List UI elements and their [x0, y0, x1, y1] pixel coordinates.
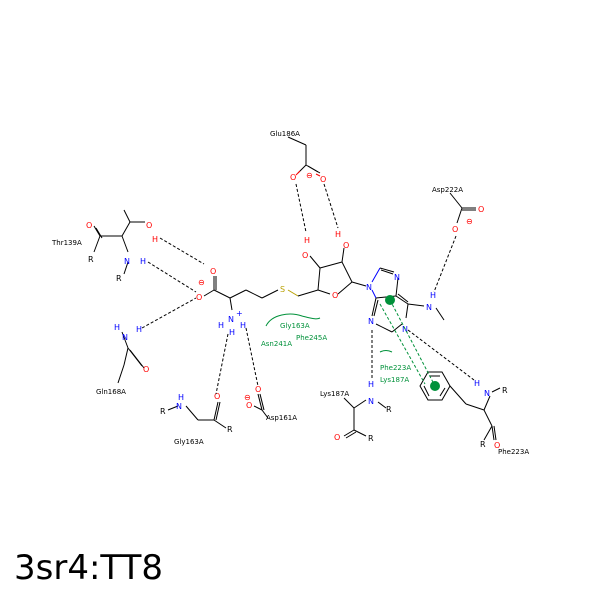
ligand-nh3: N: [228, 315, 234, 324]
phe223-r1: R: [502, 386, 508, 395]
hydrophobic-lys187: Lys187A: [380, 376, 409, 384]
ligand-n-plus: +: [236, 309, 243, 318]
gln168-h2: H: [136, 325, 142, 334]
phe223-h: H: [474, 379, 480, 388]
ligand-h1: H: [218, 321, 224, 330]
lys187-bottom-label: Lys187A: [320, 390, 349, 398]
thr139-og: O: [146, 221, 152, 230]
residue-asp161: O O ⊖ Asp161A: [244, 385, 297, 422]
hydrophobic-gly163: Gly163A: [280, 322, 310, 330]
thr139-n: N: [124, 257, 130, 266]
hydrophobic-phe223: Phe223A: [380, 364, 411, 372]
gln168-n: N: [122, 333, 128, 342]
lys187-r1: R: [386, 405, 392, 414]
hydrophobic-contacts: Gly163A Phe245A Asn241A Phe223A Lys187A: [261, 313, 411, 384]
exocyclic-n: N: [426, 303, 432, 312]
asp161-o1: O: [255, 385, 261, 394]
hbond-ligand-gly163: [215, 333, 229, 395]
ribose-o3: O: [343, 241, 349, 250]
hbond-gln168-o2: [141, 297, 197, 329]
residue-gln168: H N H O Gln168A: [96, 323, 149, 396]
gly163-h: H: [178, 393, 184, 402]
gly163-o: O: [214, 392, 220, 401]
ligand-tt8: O O ⊖ N + H H H S O O H O H: [196, 230, 445, 337]
residue-phe223-bottom: H N R O R Phe223A: [419, 371, 529, 456]
phe223-o: O: [494, 441, 500, 450]
hydrophobic-asn241: Asn241A: [261, 340, 292, 348]
ligand-h2: H: [240, 321, 246, 330]
asp222-o1: O: [478, 205, 484, 214]
hbond-n1-phe223: [407, 329, 475, 381]
asp161-o2: O: [246, 401, 252, 410]
hbond-ligand-asp161: [245, 327, 259, 387]
ligand-o1: O: [210, 267, 216, 276]
glu186-label: Glu186A: [270, 130, 300, 138]
purine-n1: N: [402, 325, 408, 334]
hbond-glu186-ribose-o3: [323, 183, 339, 229]
hbond-glu186-ribose-o2: [295, 183, 307, 233]
thr139-r2: R: [116, 274, 122, 283]
ligand-s: S: [280, 285, 285, 294]
structure-title: 3sr4:TT8: [14, 548, 163, 588]
lys187-r2: R: [368, 434, 374, 443]
purine-n7: N: [394, 273, 400, 282]
lys187-o: O: [334, 433, 340, 442]
residue-gly163-bottom: R N H O R Gly163A: [160, 392, 233, 446]
residue-lys187-bottom: H N R O R Lys187A: [320, 380, 392, 443]
gly163-r2: R: [227, 425, 233, 434]
gln168-o: O: [143, 365, 149, 374]
hydrogen-bonds: [141, 183, 475, 395]
lys187-n: N: [368, 397, 374, 406]
residue-thr139: O O H Thr139A R N H R: [51, 209, 158, 283]
thr139-h-og: H: [152, 235, 158, 244]
glu186-o1: O: [290, 173, 296, 182]
asp161-minus: ⊖: [244, 393, 251, 402]
purine-n3: N: [368, 317, 374, 326]
exocyclic-h: H: [430, 291, 436, 300]
asp222-o2: O: [452, 225, 458, 234]
pi-stacking: [379, 295, 440, 391]
ribose-h3: H: [335, 230, 341, 239]
asp222-minus: ⊖: [466, 217, 473, 226]
residue-glu186: Glu186A O ⊖ O: [270, 130, 326, 184]
gln168-h: H: [114, 323, 120, 332]
purine-n9: N: [366, 283, 372, 292]
phe223-bottom-label: Phe223A: [498, 448, 529, 456]
hydrophobic-phe245: Phe245A: [296, 334, 327, 342]
asp161-label: Asp161A: [266, 414, 297, 422]
hbond-asp222-exocyclic-n: [433, 235, 457, 293]
ligand-o2: O: [196, 293, 202, 302]
lys187-h: H: [368, 380, 374, 389]
gln168-label: Gln168A: [96, 388, 126, 396]
ribose-o2: O: [302, 251, 308, 260]
phe223-n: N: [484, 389, 490, 398]
ligand-o-minus: ⊖: [198, 278, 205, 287]
ligand-h3: H: [229, 328, 235, 337]
glu186-o2: O: [320, 175, 326, 184]
residue-asp222: Asp222A O O ⊖: [432, 186, 484, 234]
thr139-label: Thr139A: [51, 239, 82, 247]
thr139-o: O: [86, 221, 92, 230]
glu186-minus: ⊖: [306, 171, 313, 180]
gly163-r1: R: [160, 407, 166, 416]
ribose-h2: H: [304, 236, 310, 245]
phe223-r2: R: [480, 440, 486, 449]
gly163-n: N: [176, 402, 182, 411]
hbond-thr139-og-o1: [159, 237, 205, 265]
thr139-h-n: H: [140, 257, 146, 266]
thr139-r1: R: [88, 255, 94, 264]
gly163-bottom-label: Gly163A: [174, 438, 204, 446]
ribose-o: O: [332, 291, 338, 300]
hbond-thr139-n-o2: [147, 261, 197, 293]
asp222-label: Asp222A: [432, 186, 463, 194]
